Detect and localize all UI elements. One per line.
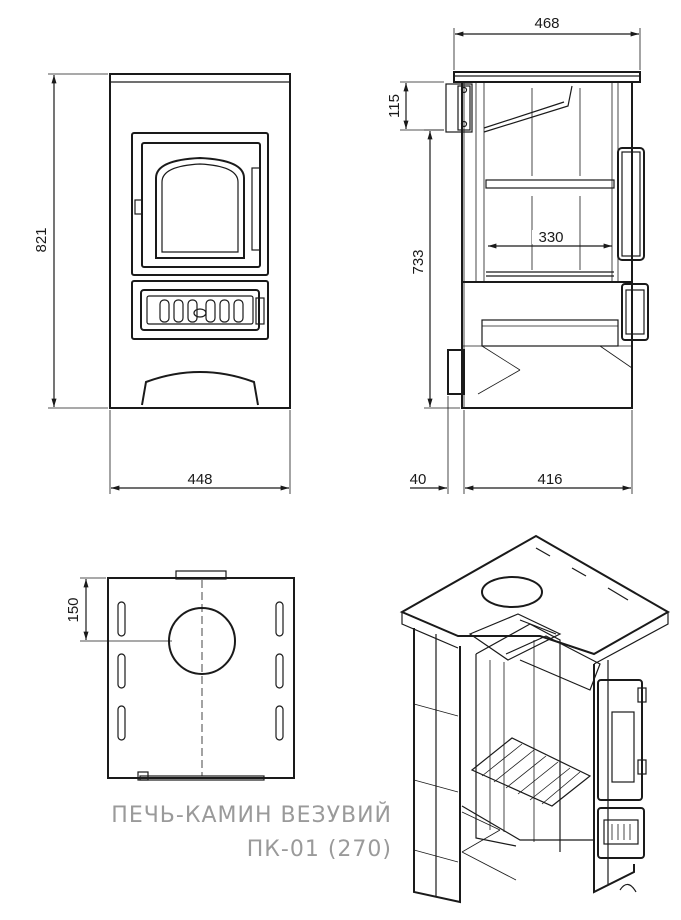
side-offset-dimension: 40 416 [410,396,633,494]
side-inner-label: 330 [538,229,563,246]
top-offset-label: 150 [65,597,82,622]
caption-title: ПЕЧЬ-КАМИН ВЕЗУВИЙ [111,802,392,828]
top-view: 150 [65,570,295,781]
side-section-view [445,71,649,409]
side-top-dimension: 115 [386,81,444,131]
front-width-dimension: 448 [109,410,291,494]
front-width-label: 448 [187,471,212,488]
front-height-dimension: 821 [33,73,108,409]
side-width-dimension: 468 [453,15,641,70]
side-height-label: 733 [410,249,427,274]
side-width-label: 468 [534,15,559,32]
front-view [109,73,291,409]
side-offset-label: 40 [410,471,427,488]
isometric-cutaway [399,534,671,904]
caption-model: ПК-01 (270) [247,837,392,862]
side-height-dimension: 733 [410,129,460,409]
side-top-label: 115 [386,94,403,118]
front-height-label: 821 [33,227,50,252]
side-inner-dimension: 330 [488,229,612,249]
side-depth-label: 416 [537,471,562,488]
